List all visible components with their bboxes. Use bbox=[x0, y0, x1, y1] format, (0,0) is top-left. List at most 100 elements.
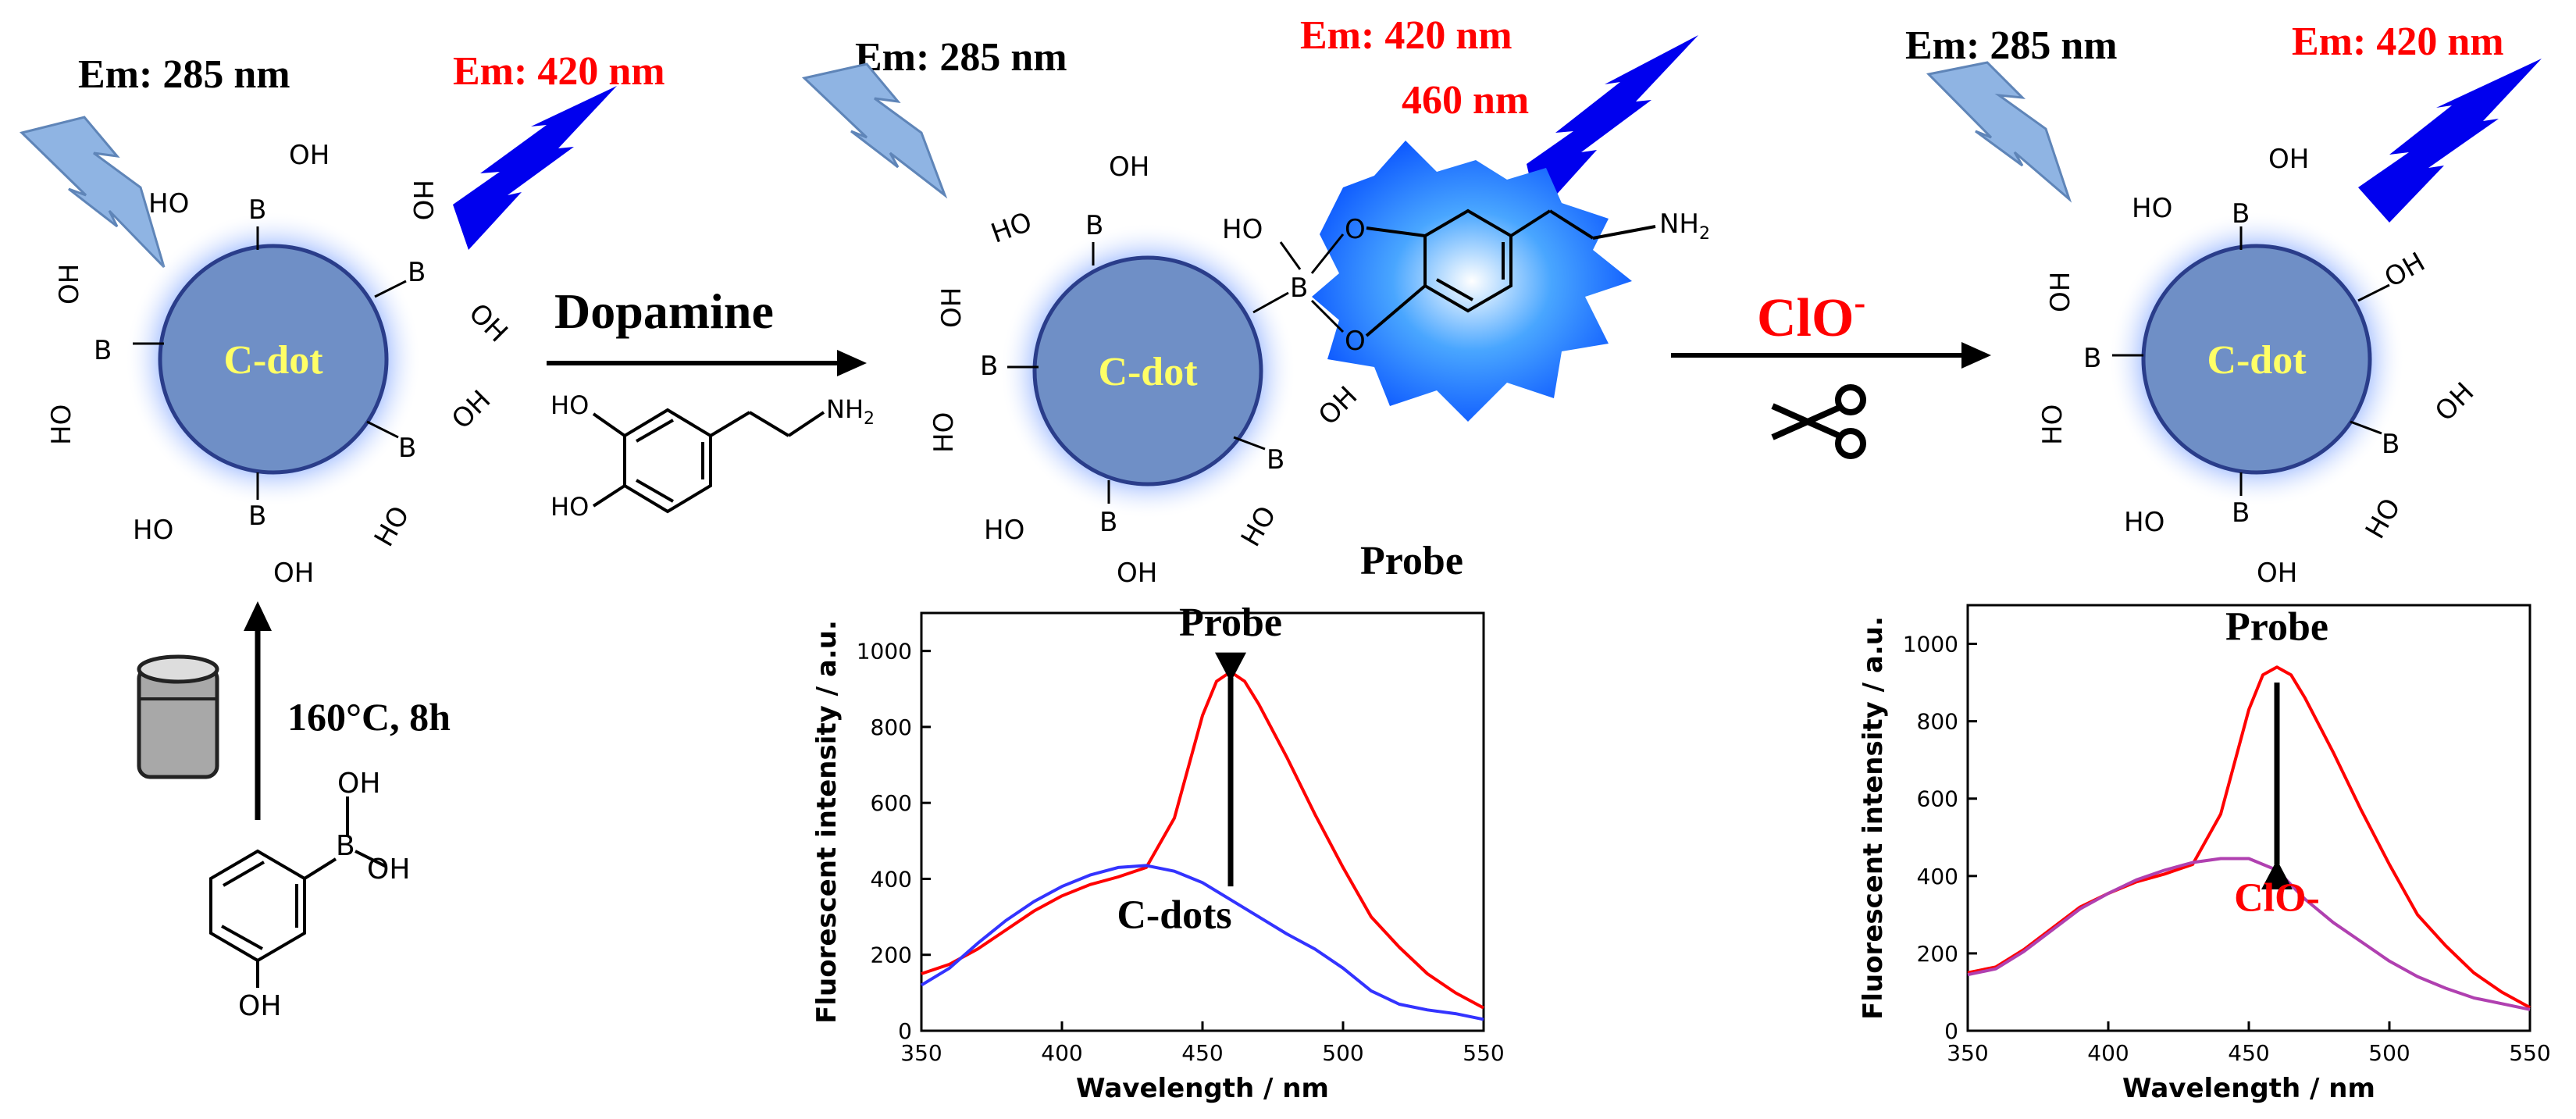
hydroxyl-label: HO bbox=[1222, 214, 1263, 245]
hydroxyl-label: OH bbox=[2045, 272, 2076, 312]
cdot-particle bbox=[2141, 244, 2372, 475]
boronic-acid-groups: B HO OH B OH HO B HO OH B OH HO B HO O O… bbox=[928, 151, 1710, 589]
series-line-1 bbox=[1967, 857, 2531, 1011]
reaction-arrowhead bbox=[837, 350, 867, 376]
hydroxyl-label: HO bbox=[984, 515, 1024, 546]
hydroxyl-label: OH bbox=[273, 558, 314, 589]
cdot-particle bbox=[1032, 255, 1263, 486]
oxygen-atom: O bbox=[1345, 214, 1366, 245]
reaction-arrowhead bbox=[1961, 342, 1991, 369]
y-tick-label: 800 bbox=[871, 715, 912, 740]
light-bolt-icon bbox=[2358, 59, 2542, 223]
excitation-label: Em: 285 nm bbox=[855, 35, 1067, 80]
y-tick-label: 0 bbox=[898, 1018, 912, 1044]
y-tick-label: 600 bbox=[1917, 786, 1958, 812]
dopamine-label: Dopamine bbox=[554, 283, 774, 339]
boron-atom: B bbox=[398, 433, 416, 464]
hydroxyl-label: HO bbox=[550, 492, 589, 522]
hydroxyl-label: OH bbox=[367, 854, 410, 886]
probe-label: Probe bbox=[1360, 539, 1463, 583]
chart-annotation: ClO- bbox=[2234, 875, 2320, 920]
x-tick-label: 450 bbox=[2228, 1040, 2269, 1066]
hydroxyl-label: HO bbox=[369, 501, 416, 552]
boron-atom: B bbox=[1085, 210, 1103, 241]
light-bolt-icon bbox=[1527, 35, 1698, 215]
hydroxyl-label: OH bbox=[1109, 151, 1149, 183]
dopamine-step: Dopamine HO HO NH2 bbox=[547, 283, 875, 522]
x-tick-label: 450 bbox=[1181, 1040, 1223, 1066]
y-tick-label: 0 bbox=[1944, 1018, 1958, 1044]
hydroxyl-label: HO bbox=[2132, 193, 2172, 224]
series-line-0 bbox=[1967, 665, 2531, 1010]
emission-label: Em: 420 nm bbox=[2292, 20, 2504, 64]
boron-atom: B bbox=[94, 335, 112, 366]
cdot-label: C-dot bbox=[1098, 350, 1198, 394]
scissors-icon bbox=[1771, 384, 1866, 459]
cdot-label: C-dot bbox=[223, 338, 323, 383]
autoclave-icon bbox=[137, 654, 219, 779]
y-tick-label: 400 bbox=[871, 866, 912, 892]
y-tick-label: 400 bbox=[1917, 864, 1958, 889]
chart-annotation: Probe bbox=[1179, 600, 1282, 645]
y-tick-label: 1000 bbox=[1903, 632, 1958, 658]
x-tick-label: 350 bbox=[900, 1040, 942, 1066]
x-axis-label: Wavelength / nm bbox=[2122, 1073, 2375, 1104]
series-line-1 bbox=[920, 864, 1484, 1021]
y-axis-label: Fluorescent intensity / a.u. bbox=[1858, 616, 1889, 1020]
hydroxyl-label: OH bbox=[446, 384, 497, 435]
x-tick-label: 500 bbox=[2368, 1040, 2410, 1066]
x-tick-label: 400 bbox=[2087, 1040, 2129, 1066]
y-tick-label: 200 bbox=[871, 943, 912, 968]
hydroxyl-label: HO bbox=[2037, 404, 2068, 445]
amine-label: NH2 bbox=[826, 394, 875, 429]
excitation-label: Em: 285 nm bbox=[78, 52, 290, 97]
panel-cdot-recovered: Em: 285 nm Em: 420 nm C-dot B HO OH OH B… bbox=[1905, 20, 2542, 589]
boron-atom: B bbox=[2382, 429, 2400, 460]
boron-atom: B bbox=[1290, 273, 1308, 304]
hydroxyl-label: OH bbox=[1117, 558, 1157, 589]
hydroxyl-label: HO bbox=[148, 188, 189, 219]
y-tick-label: 1000 bbox=[857, 639, 912, 665]
boron-atom: B bbox=[336, 830, 355, 862]
hydroxyl-label: HO bbox=[1235, 501, 1283, 552]
change-arrowhead bbox=[1215, 652, 1246, 682]
hydroxyl-label: HO bbox=[133, 515, 173, 546]
y-tick-label: 800 bbox=[1917, 709, 1958, 735]
synthesis-arrowhead bbox=[244, 601, 272, 631]
boron-atom: B bbox=[408, 257, 426, 288]
hydroxyl-label: HO bbox=[46, 404, 77, 445]
series-line-0 bbox=[921, 670, 1484, 1010]
x-tick-label: 550 bbox=[1463, 1040, 1504, 1066]
hydroxyl-label: OH bbox=[238, 990, 281, 1022]
boron-atom: B bbox=[2232, 497, 2250, 529]
boron-atom: B bbox=[2232, 198, 2250, 230]
boron-atom: B bbox=[1099, 507, 1117, 538]
emission-label: Em: 420 nm bbox=[1300, 13, 1512, 58]
boron-atom: B bbox=[980, 351, 998, 382]
hydroxyl-label: OH bbox=[462, 298, 513, 348]
dopamine-structure bbox=[592, 408, 825, 514]
plot-frame bbox=[920, 611, 1485, 1032]
x-tick-label: 400 bbox=[1041, 1040, 1082, 1066]
y-axis-label: Fluorescent intensity / a.u. bbox=[811, 620, 843, 1024]
y-tick-label: 600 bbox=[871, 790, 912, 816]
hypochlorite-step: ClO- bbox=[1671, 283, 1991, 459]
panel-probe: Em: 285 nm Em: 420 nm 460 nm C-dot B HO … bbox=[801, 13, 1710, 589]
light-bolt-icon bbox=[453, 86, 617, 250]
oxygen-atom: O bbox=[1345, 326, 1366, 357]
boron-atom: B bbox=[248, 501, 266, 532]
panel-cdot-initial: Em: 285 nm Em: 420 nm C-dot B HO OH B HO… bbox=[20, 49, 665, 1022]
light-bolt-icon bbox=[801, 62, 948, 199]
hydroxyl-label: OH bbox=[936, 287, 967, 328]
y-tick-label: 200 bbox=[1917, 941, 1958, 967]
cdot-label: C-dot bbox=[2207, 338, 2307, 383]
light-bolt-icon bbox=[1926, 61, 2072, 203]
change-arrowhead bbox=[2261, 859, 2293, 889]
hydroxyl-label: HO bbox=[407, 180, 438, 220]
catechol-ring bbox=[1365, 208, 1656, 337]
boron-atom: B bbox=[248, 194, 266, 226]
hydroxyl-label: HO bbox=[2124, 507, 2164, 538]
